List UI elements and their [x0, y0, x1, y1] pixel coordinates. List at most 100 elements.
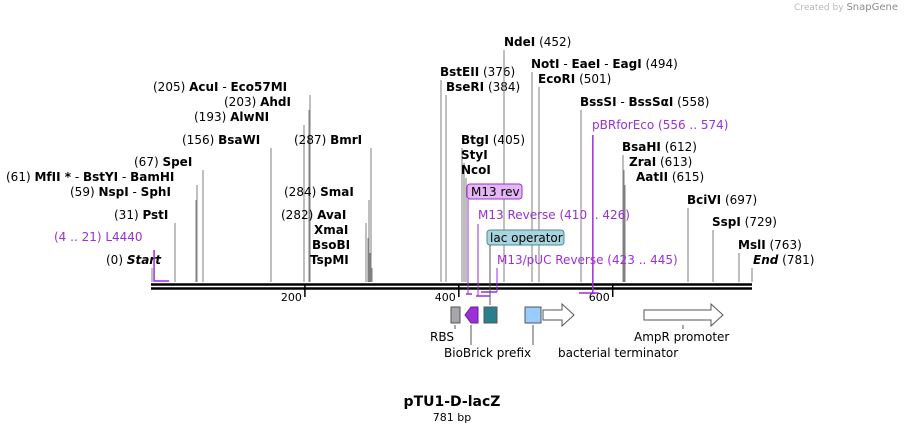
site-enzyme-name: Start [127, 253, 162, 267]
site-position: (384) [484, 80, 520, 94]
ruler-label-200: 200 [281, 291, 302, 304]
feature-arrow [542, 302, 575, 328]
site-282: TspMI [310, 253, 373, 282]
site-enzyme-name: - [118, 170, 130, 184]
site-position: (203) [224, 95, 260, 109]
site-enzyme-name: BseRI [446, 80, 484, 94]
site-enzyme-name: MfII * [34, 170, 71, 184]
site-position: (67) [134, 155, 162, 169]
site-282: BsoBI [312, 238, 371, 282]
site-enzyme-name: MslI [738, 238, 766, 252]
site-494: NotI - EaeI - EagI (494) [531, 57, 678, 282]
site-label: BstEII (376) [440, 65, 515, 79]
plasmid-length: 781 bp [432, 411, 472, 424]
site-156: (156) BsaWI [182, 133, 272, 282]
feature-name-label: BioBrick prefix [444, 346, 531, 360]
primer-label: pBRforEco (556 .. 574) [592, 118, 728, 132]
credit-brand: SnapGene [846, 2, 898, 13]
site-enzyme-name: PstI [142, 208, 168, 222]
site-enzyme-name: SmaI [320, 185, 354, 199]
feature-bacterial-terminator [524, 306, 542, 324]
site-position: (615) [668, 170, 704, 184]
site-label: (61) MfII * - BstYI - BamHI [6, 170, 174, 184]
feature-box [483, 306, 498, 324]
site-position: (284) [284, 185, 320, 199]
site-position: (31) [114, 208, 142, 222]
primer-label-box [466, 183, 523, 200]
site-position: (697) [721, 193, 757, 207]
site-enzyme-name: - [71, 170, 83, 184]
credit-prefix: Created by [794, 3, 844, 13]
site-284: (284) SmaI [284, 185, 370, 282]
site-label: (287) BmrI [294, 133, 362, 147]
site-label: BsaHI (612) [622, 140, 697, 154]
feature-box [450, 306, 461, 324]
site-405: StyI [461, 148, 488, 282]
site-label: ZraI (613) [629, 155, 692, 169]
site-enzyme-name: AatII [636, 170, 668, 184]
lac-operator-label [486, 229, 565, 305]
site-label: (156) BsaWI [182, 133, 260, 147]
site-501: EcoRI (501) [538, 72, 611, 282]
site-enzyme-name: - [617, 95, 629, 109]
primer-m13-rev [466, 183, 523, 295]
primer-label: M13/pUC Reverse (423 .. 445) [497, 253, 678, 267]
plasmid-name: pTU1-D-lacZ [403, 394, 501, 410]
site-enzyme-name: AhdI [260, 95, 291, 109]
feature-arrow [643, 302, 724, 328]
site-label: MslI (763) [738, 238, 802, 252]
site-31: (31) PstI [114, 208, 176, 282]
feature-label-box [486, 229, 565, 246]
site-label: NcoI [461, 163, 491, 177]
site-enzyme-name: BsaWI [218, 133, 260, 147]
site-enzyme-name: XmaI [314, 223, 348, 237]
site-enzyme-name: EaeI [571, 57, 600, 71]
site-59: (59) NspI - SphI [70, 185, 197, 282]
site-enzyme-name: - [560, 57, 572, 71]
site-position: (494) [642, 57, 678, 71]
site-61: (61) MfII * - BstYI - BamHI [6, 170, 198, 282]
primer-arrow [153, 250, 170, 282]
site-763: MslI (763) [738, 238, 802, 282]
site-203: (203) AhdI [224, 95, 310, 282]
site-position: (376) [479, 65, 515, 79]
site-615: AatII (615) [624, 170, 704, 282]
site-label: (282) AvaI [281, 208, 346, 222]
site-enzyme-name: NcoI [461, 163, 491, 177]
site-label: NdeI (452) [504, 35, 571, 49]
site-position: (287) [294, 133, 330, 147]
site-label: (205) AcuI - Eco57MI [153, 80, 287, 94]
site-enzyme-name: Eco57MI [230, 80, 287, 94]
ruler-label-600: 600 [589, 291, 610, 304]
site-position: (282) [281, 208, 317, 222]
site-position: (501) [575, 72, 611, 86]
site-position: (763) [766, 238, 802, 252]
site-label: BssSI - BssSαI (558) [580, 95, 709, 109]
site-label: NotI - EaeI - EagI (494) [531, 57, 678, 71]
site-enzyme-name: BtgI [461, 133, 489, 147]
site-enzyme-name: AlwNI [230, 110, 269, 124]
site-position: (558) [673, 95, 709, 109]
site-position: (612) [661, 140, 697, 154]
site-label: (59) NspI - SphI [70, 185, 171, 199]
site-label: (193) AlwNI [194, 110, 269, 124]
site-enzyme-name: BsoBI [312, 238, 350, 252]
site-287: (287) BmrI [294, 133, 372, 282]
site-position: (405) [489, 133, 525, 147]
site-enzyme-name: SpeI [162, 155, 192, 169]
site-enzyme-name: End [753, 253, 779, 267]
site-enzyme-name: BmrI [330, 133, 362, 147]
site-label: (31) PstI [114, 208, 168, 222]
site-405: BtgI (405) [461, 133, 525, 282]
site-enzyme-name: EcoRI [538, 72, 575, 86]
site-label: AatII (615) [636, 170, 704, 184]
site-205: (205) AcuI - Eco57MI [153, 80, 311, 282]
feature-box [524, 306, 542, 324]
primer-pbrforeco [578, 135, 599, 294]
site-67: (67) SpeI [134, 155, 204, 282]
site-enzyme-name: AcuI [189, 80, 218, 94]
site-position: (205) [153, 80, 189, 94]
site-enzyme-name: NotI [531, 57, 560, 71]
site-position: (59) [70, 185, 98, 199]
